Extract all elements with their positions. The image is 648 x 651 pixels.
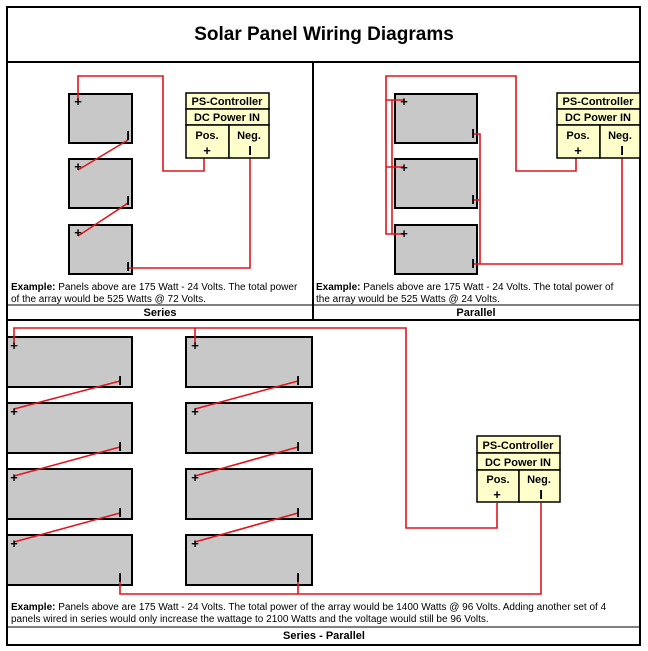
page-title: Solar Panel Wiring Diagrams [194,24,454,45]
solar-panel [394,158,478,209]
solar-panel [185,336,313,388]
solar-panel [68,224,133,275]
positive-terminal: + [74,159,82,174]
series-diagram: + I + I + I PS-Controller DC Power IN Po… [11,75,298,319]
negative-terminal: I [471,126,475,141]
series-link-wire [194,512,299,543]
negative-terminal: I [296,505,300,520]
series-example-line-2: of the array would be 525 Watts @ 72 Vol… [11,294,206,305]
outer-frame [6,6,641,646]
negative-input-label: Neg. [608,130,632,142]
positive-input-terminal: + [493,487,501,502]
series-parallel-diagram: + I + I + I + I + I + I + I + I PS-Contr… [6,327,607,642]
negative-input-terminal: I [620,143,624,158]
parallel-caption: Parallel [456,307,495,319]
example-label: Example: [316,282,360,293]
series-parallel-example-line-1: Example: Panels above are 175 Watt - 24 … [11,602,607,613]
series-link-wire [194,380,299,410]
parallel-example-line-2: the array would be 525 Watts @ 24 Volts. [316,294,500,305]
negative-terminal: I [126,193,130,208]
solar-panel [394,224,478,275]
positive-terminal: + [10,536,18,551]
positive-terminal: + [10,338,18,353]
positive-terminal: + [191,470,199,485]
negative-bus-wire [474,133,481,264]
series-caption: Series [143,307,176,319]
solar-panel [185,468,313,520]
positive-terminal: + [400,160,408,175]
positive-input-label: Pos. [486,474,509,486]
negative-terminal: I [471,256,475,271]
negative-wire [474,152,623,265]
charge-controller: PS-Controller DC Power IN Pos. Neg. + I [185,92,270,159]
positive-terminal: + [191,404,199,419]
positive-terminal: + [10,470,18,485]
negative-input-label: Neg. [237,130,261,142]
solar-panel [6,534,133,586]
negative-terminal: I [118,570,122,585]
controller-input: DC Power IN [485,457,551,469]
charge-controller: PS-Controller DC Power IN Pos. Neg. + I [476,435,561,503]
solar-panel [68,158,133,209]
series-link-wire [77,202,129,237]
negative-terminal: I [471,192,475,207]
negative-input-terminal: I [539,487,543,502]
parallel-example-line-1: Example: Panels above are 175 Watt - 24 … [316,282,614,293]
positive-terminal: + [400,226,408,241]
positive-input-label: Pos. [195,130,218,142]
series-link-wire [13,446,121,477]
positive-terminal: + [10,404,18,419]
negative-terminal: I [296,373,300,388]
negative-input-label: Neg. [527,474,551,486]
negative-bus-wire [119,503,542,595]
positive-bus-wire [13,327,498,529]
negative-terminal: I [296,570,300,585]
controller-input: DC Power IN [194,112,260,124]
positive-bus-wire [385,75,577,235]
positive-input-terminal: + [203,143,211,158]
series-link-wire [194,446,299,477]
example-label: Example: [11,602,55,613]
negative-input-terminal: I [248,143,252,158]
solar-panel [68,93,133,144]
controller-input: DC Power IN [565,112,631,124]
positive-terminal: + [400,94,408,109]
negative-terminal: I [118,439,122,454]
solar-panel [6,336,133,388]
series-link-wire [13,380,121,410]
negative-terminal: I [296,439,300,454]
positive-terminal: + [191,338,199,353]
controller-name: PS-Controller [192,96,264,108]
example-label: Example: [11,282,55,293]
negative-terminal: I [118,373,122,388]
negative-terminal: I [126,128,130,143]
negative-terminal: I [118,505,122,520]
series-link-wire [13,512,121,543]
solar-panel [394,93,478,144]
positive-terminal: + [191,536,199,551]
positive-wire [77,75,205,172]
series-link-wire [77,139,129,171]
positive-terminal: + [74,94,82,109]
negative-terminal: I [126,259,130,274]
series-parallel-example-line-2: panels wired in series would only increa… [11,614,489,625]
series-example-line-1: Example: Panels above are 175 Watt - 24 … [11,282,298,293]
solar-panel [6,402,133,454]
solar-panel [185,402,313,454]
positive-input-label: Pos. [566,130,589,142]
charge-controller: PS-Controller DC Power IN Pos. Neg. + I [556,92,641,159]
solar-panel [6,468,133,520]
series-parallel-caption: Series - Parallel [283,630,365,642]
controller-name: PS-Controller [563,96,635,108]
solar-panel [185,534,313,586]
negative-wire [128,152,251,269]
controller-name: PS-Controller [483,440,555,452]
parallel-diagram: + I + I + I PS-Controller DC Power IN Po… [316,75,641,319]
positive-terminal: + [74,225,82,240]
positive-input-terminal: + [574,143,582,158]
